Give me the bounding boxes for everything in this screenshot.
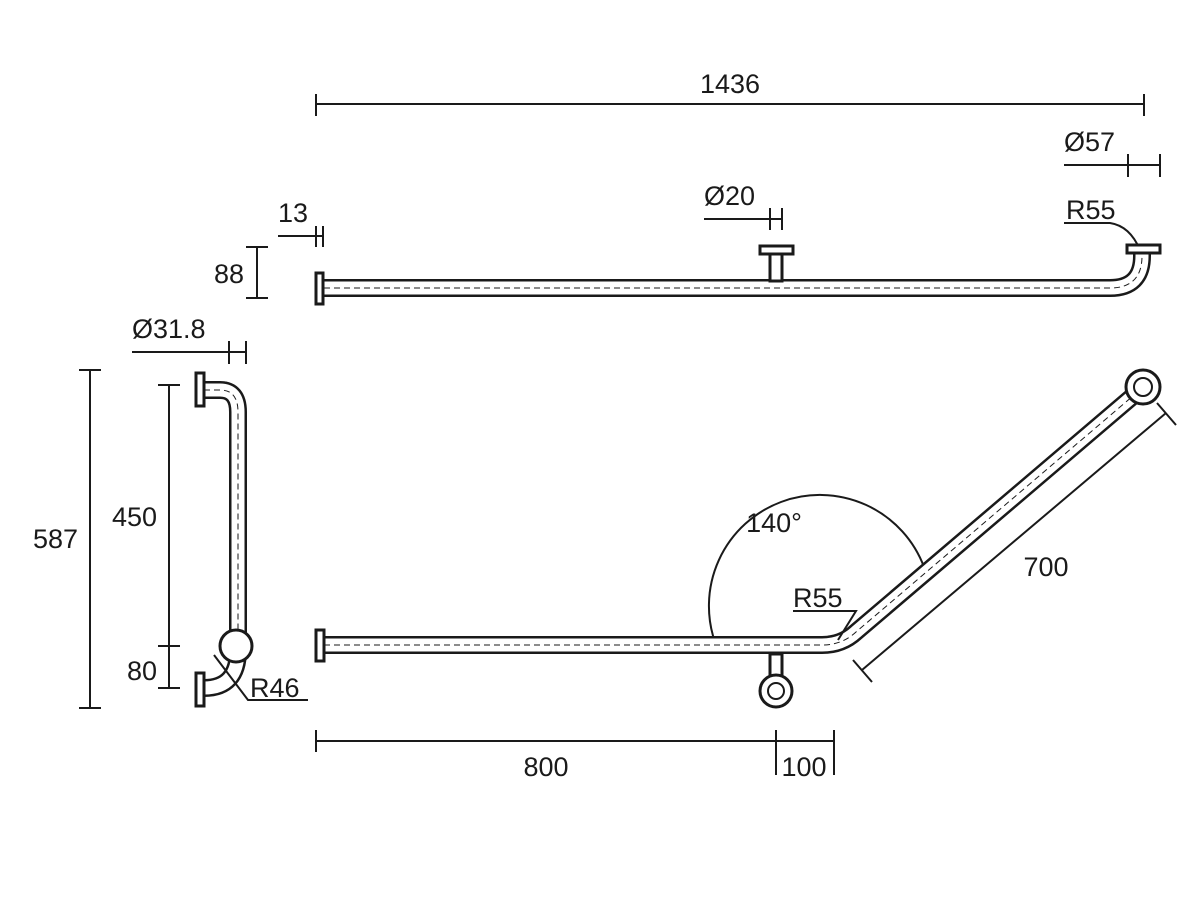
top-right-flange — [1125, 243, 1162, 255]
side-bottom-flange — [194, 671, 206, 708]
front-top-flange — [1124, 368, 1162, 406]
projection-dimension: 88 — [214, 246, 268, 299]
top-view: 1436 Ø57 Ø20 13 88 — [214, 69, 1162, 306]
top-rail — [314, 243, 1162, 306]
overall-length-label: 1436 — [700, 69, 760, 99]
side-post-end — [218, 628, 254, 664]
front-left-flange — [314, 628, 326, 663]
side-radius-label: R46 — [250, 673, 300, 703]
flange-thickness-dimension: 13 — [278, 198, 324, 247]
top-post — [768, 251, 784, 283]
flange-diameter-dimension: Ø57 — [1064, 127, 1161, 177]
post-offset-label: 100 — [781, 752, 826, 782]
projection-label: 88 — [214, 259, 244, 289]
front-post-flange-inner — [767, 682, 785, 700]
front-top-flange-inner — [1133, 377, 1153, 397]
side-rail — [194, 371, 254, 708]
front-rail — [314, 368, 1162, 709]
side-span-dimension: 450 80 — [112, 384, 180, 689]
side-span-label: 450 — [112, 502, 157, 532]
top-post-flange — [758, 244, 795, 256]
top-bend-radius-dimension: R55 — [1064, 195, 1141, 251]
front-bend-radius-dimension: R55 — [793, 583, 858, 641]
side-offset-label: 80 — [127, 656, 157, 686]
overall-length-dimension: 1436 — [315, 69, 1145, 116]
tube-diameter-dimension: Ø31.8 — [132, 314, 247, 364]
front-post-flange — [758, 673, 794, 709]
front-view: 140° R55 700 — [314, 368, 1177, 782]
horizontal-length-dimension: 800 100 — [315, 730, 835, 782]
horizontal-length-label: 800 — [523, 752, 568, 782]
tube-diameter-label: Ø31.8 — [132, 314, 206, 344]
angled-length-dimension: 700 — [852, 402, 1177, 683]
side-height-dimension: 587 — [33, 369, 101, 709]
angled-length-label: 700 — [1023, 552, 1068, 582]
angle-dimension: 140° — [707, 493, 925, 646]
post-diameter-label: Ø20 — [704, 181, 755, 211]
side-height-label: 587 — [33, 524, 78, 554]
angle-label: 140° — [746, 508, 802, 538]
post-diameter-dimension: Ø20 — [704, 181, 783, 230]
side-view: Ø31.8 587 450 80 — [33, 314, 308, 709]
side-radius-dimension: R46 — [213, 654, 308, 703]
flange-diameter-label: Ø57 — [1064, 127, 1115, 157]
front-bend-radius-label: R55 — [793, 583, 843, 613]
top-left-flange — [314, 271, 325, 306]
top-bend-radius-label: R55 — [1066, 195, 1116, 225]
flange-thickness-label: 13 — [278, 198, 308, 228]
side-top-flange — [194, 371, 206, 408]
